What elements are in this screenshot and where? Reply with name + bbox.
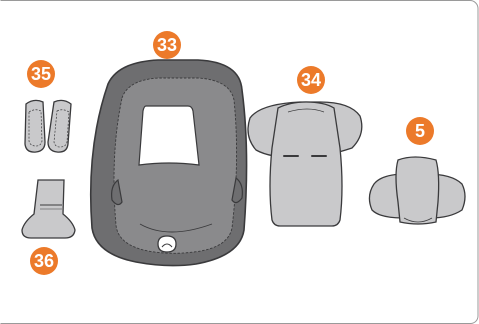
seat-cover (91, 60, 247, 266)
seat-cover-inner (114, 78, 237, 253)
callout-35-badge: 35 (27, 60, 55, 88)
shoulder-pad-right (48, 100, 71, 152)
seat-cover-opening (139, 106, 199, 165)
body-insert-center (396, 157, 439, 224)
headrest-body (270, 102, 342, 226)
callout-34-badge: 34 (297, 66, 325, 94)
callout-33-badge: 33 (153, 31, 181, 59)
body-insert (369, 157, 465, 224)
callout-5-badge: 5 (406, 117, 434, 145)
shoulder-pad-left (25, 100, 45, 152)
shoulder-pads (25, 100, 71, 152)
crotch-pad (22, 180, 75, 238)
callout-36-badge: 36 (30, 247, 58, 275)
headrest-insert (248, 102, 362, 226)
